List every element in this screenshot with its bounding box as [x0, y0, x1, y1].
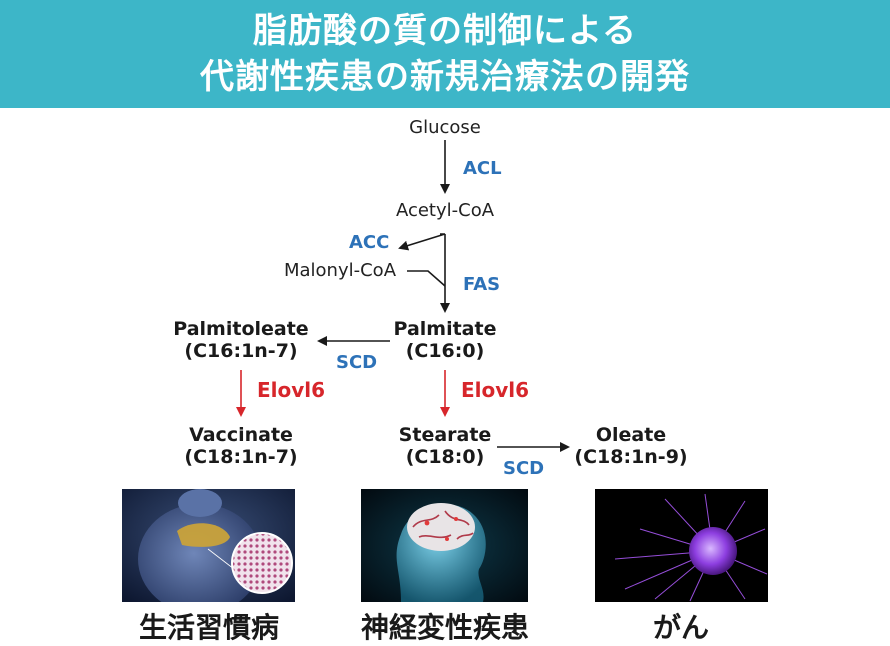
palmitate-code: (C16:0) [405, 340, 485, 362]
neurodegenerative-disease-image [361, 489, 528, 602]
title-line-2: 代謝性疾患の新規治療法の開発 [200, 57, 690, 97]
title-banner: 脂肪酸の質の制御による 代謝性疾患の新規治療法の開発 [0, 0, 890, 108]
enzyme-elovl6-left: Elovl6 [257, 378, 326, 402]
palmitate-name: Palmitate [393, 318, 497, 340]
title-line-1: 脂肪酸の質の制御による [253, 11, 637, 51]
lifestyle-disease-image [122, 489, 295, 602]
molecule-malonyl-coa: Malonyl-CoA [283, 260, 397, 281]
molecule-stearate: Stearate (C18:0) [399, 424, 492, 468]
molecule-glucose: Glucose [409, 117, 481, 138]
fatty-acid-pathway-diagram: Glucose Acetyl-CoA Malonyl-CoA Palmitate… [0, 108, 890, 488]
stearate-code: (C18:0) [405, 446, 485, 468]
vaccinate-name: Vaccinate [189, 424, 293, 446]
vaccinate-code: (C18:1n-7) [184, 446, 298, 468]
pathway-arrows [236, 140, 570, 452]
molecule-palmitate: Palmitate (C16:0) [394, 318, 497, 362]
palmitoleate-code: (C16:1n-7) [184, 340, 298, 362]
oleate-name: Oleate [595, 424, 667, 446]
arrow-acetyl-acc [398, 233, 446, 251]
palmitoleate-name: Palmitoleate [173, 318, 309, 340]
enzyme-scd-right: SCD [503, 458, 545, 479]
enzyme-acc: ACC [349, 232, 390, 253]
enzyme-fas: FAS [463, 274, 501, 295]
molecule-acetyl-coa: Acetyl-CoA [395, 200, 495, 221]
molecule-oleate: Oleate (C18:1n-9) [574, 424, 687, 468]
line-malonyl-merge [407, 270, 446, 287]
molecule-palmitoleate: Palmitoleate (C16:1n-7) [173, 318, 308, 362]
caption-lifestyle-disease: 生活習慣病 [138, 611, 280, 644]
caption-cancer: がん [652, 611, 710, 644]
enzyme-elovl6-right: Elovl6 [461, 378, 530, 402]
caption-neurodegenerative-disease: 神経変性疾患 [360, 611, 530, 644]
enzyme-scd-left: SCD [336, 352, 378, 373]
molecule-vaccinate: Vaccinate (C18:1n-7) [184, 424, 297, 468]
cancer-image [595, 489, 768, 602]
oleate-code: (C18:1n-9) [574, 446, 688, 468]
stearate-name: Stearate [398, 424, 492, 446]
enzyme-acl: ACL [463, 158, 502, 179]
